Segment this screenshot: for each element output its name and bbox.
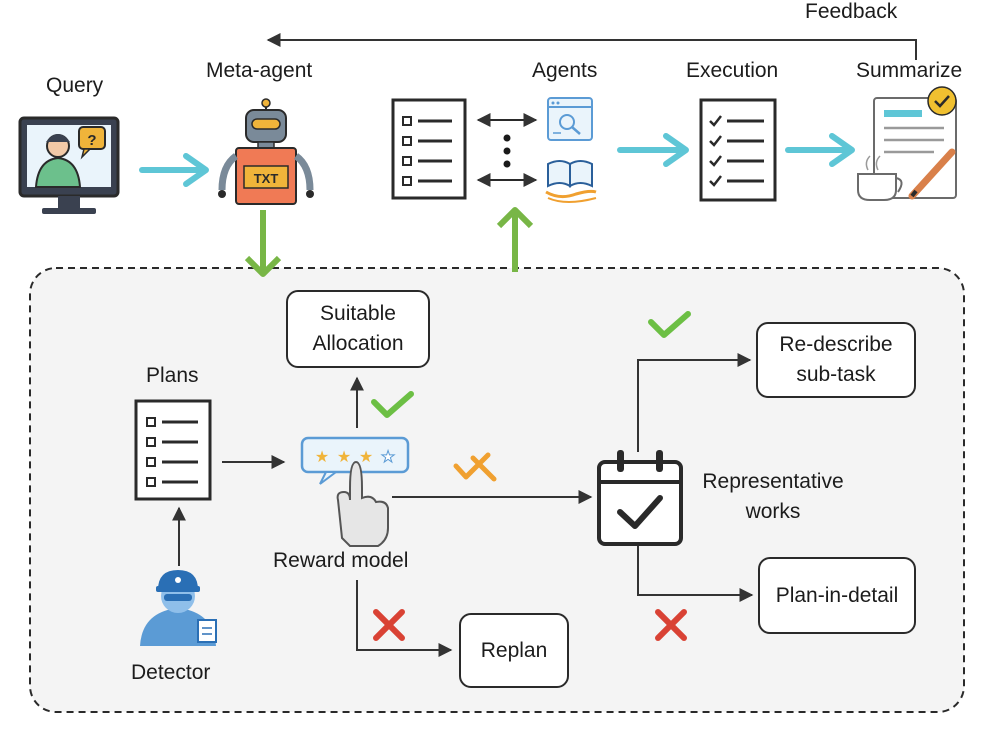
- execution-label: Execution: [686, 59, 779, 82]
- feedback-label: Feedback: [805, 0, 898, 23]
- svg-text:★: ★: [359, 449, 373, 466]
- agents-label: Agents: [532, 59, 598, 82]
- representative-works-label: Representative works: [702, 470, 844, 523]
- representative-to-redescribe-arrow: [637, 353, 752, 452]
- svg-text:★: ★: [337, 449, 351, 466]
- robot-icon: TXT: [218, 98, 314, 205]
- redescribe-line-2: sub-task: [796, 363, 876, 386]
- detail-panel: [29, 267, 965, 713]
- query-to-meta-agent-arrow: [139, 153, 209, 187]
- execution-checklist-icon: [699, 98, 777, 202]
- agents-up-arrow: [496, 207, 534, 272]
- execution-to-summarize-arrow: [785, 133, 855, 167]
- replan-box: Replan: [459, 613, 569, 688]
- meta-agent-down-arrow: [244, 210, 282, 277]
- summarize-label: Summarize: [856, 59, 963, 82]
- calendar-check-icon: [597, 450, 683, 546]
- detector-officer-icon: [140, 570, 217, 646]
- agents-bidirectional-arrows: [476, 113, 538, 187]
- plan-in-detail-label: Plan-in-detail: [775, 583, 899, 607]
- svg-text:★: ★: [381, 449, 395, 466]
- plans-label: Plans: [146, 364, 199, 387]
- representative-to-plan-in-detail-arrow: [637, 542, 754, 602]
- reward-model-icon: ★ ★ ★ ★: [300, 436, 410, 547]
- plan-in-detail-box: Plan-in-detail: [758, 557, 916, 634]
- svg-text:★: ★: [315, 449, 329, 466]
- replan-label: Replan: [480, 638, 548, 662]
- suitable-allocation-box: Suitable Allocation: [286, 290, 430, 368]
- reward-model-label: Reward model: [273, 549, 409, 572]
- feedback-arrow: [266, 33, 917, 60]
- query-label: Query: [46, 74, 104, 97]
- allocation-check-icon: [371, 391, 414, 418]
- redescribe-line-1: Re-describe: [779, 333, 893, 356]
- robot-sign-text: TXT: [254, 171, 279, 186]
- book-hand-icon: [545, 160, 597, 203]
- agents-plan-document-icon: [391, 98, 467, 200]
- agents-to-execution-arrow: [617, 133, 689, 167]
- redescribe-check-icon: [648, 311, 691, 338]
- plans-document-icon: [134, 399, 212, 501]
- browser-search-icon: [547, 97, 593, 141]
- svg-text:?: ?: [87, 132, 96, 149]
- suitable-allocation-line-1: Suitable: [320, 302, 396, 325]
- partial-check-icon: [453, 452, 497, 482]
- redescribe-subtask-box: Re-describe sub-task: [756, 322, 916, 398]
- meta-agent-label: Meta-agent: [206, 59, 313, 82]
- detector-label: Detector: [131, 661, 211, 684]
- suitable-allocation-line-2: Allocation: [312, 332, 404, 355]
- query-monitor-icon: ?: [18, 116, 120, 214]
- plan-in-detail-cross-icon: [655, 609, 687, 641]
- replan-cross-icon: [373, 609, 405, 641]
- summarize-report-icon: [857, 86, 957, 201]
- reward-to-replan-arrow: [356, 580, 453, 657]
